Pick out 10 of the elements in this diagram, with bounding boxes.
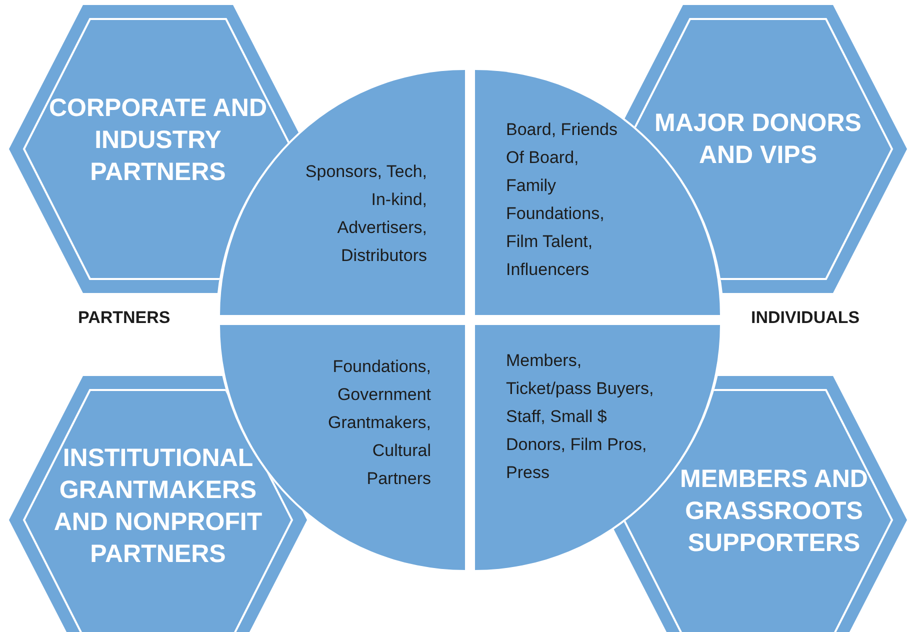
segment-description: Members, Ticket/pass Buyers, Staff, Small $ Donors, Film Pros, Press (506, 350, 655, 484)
segment-title: MEMBERS AND GRASSROOTS SUPPORTERS (679, 464, 869, 559)
segment-title: INSTITUTIONAL GRANTMAKERS AND NONPROFIT PARTNERS (52, 443, 264, 570)
segment-description: Foundations, Government Grantmakers, Cultural Partners (327, 356, 431, 490)
side-label: PARTNERS (78, 308, 170, 328)
segment-title: CORPORATE AND INDUSTRY PARTNERS (48, 93, 268, 188)
side-label: INDIVIDUALS (751, 308, 860, 328)
segment-description: Sponsors, Tech, In-kind, Advertisers, Distributors (304, 161, 427, 267)
segment-title: MAJOR DONORS AND VIPS (654, 108, 862, 171)
segment-description: Board, Friends Of Board, Family Foundations, Film Talent, Influencers (506, 119, 618, 281)
